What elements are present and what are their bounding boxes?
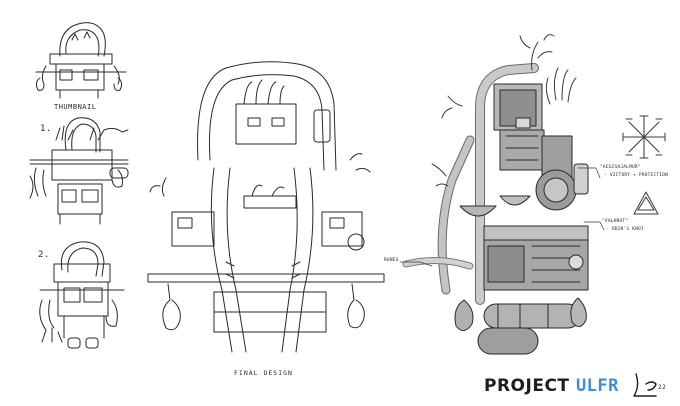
sketch-2 bbox=[39, 241, 125, 349]
thumbnail-label: THUMBNAIL bbox=[54, 103, 97, 111]
ulfr-word: ULFR bbox=[575, 376, 619, 396]
rune-1-meaning: - VICTORY + PROTECTION bbox=[604, 173, 669, 178]
rune-2-meaning: - ODIN'S KNOT bbox=[606, 227, 644, 232]
step-1-label: 1. bbox=[40, 124, 52, 134]
runes-label: RUNES bbox=[384, 258, 399, 263]
callout-lines bbox=[399, 167, 605, 267]
sketch-1 bbox=[29, 117, 129, 225]
step-2-label: 2. bbox=[38, 250, 50, 260]
final-design-drawing bbox=[147, 61, 385, 353]
project-logo: PROJECT ULFR bbox=[484, 376, 619, 396]
thumbnail-sketch bbox=[35, 22, 127, 99]
rune-1-name: "AEGISHJALMUR" bbox=[600, 165, 641, 170]
final-design-label: FINAL DESIGN bbox=[234, 369, 293, 377]
rune-2-name: "VALKNUT" bbox=[602, 219, 629, 224]
artist-signature bbox=[633, 373, 657, 397]
project-word: PROJECT bbox=[484, 376, 570, 396]
final-render-drawing bbox=[402, 34, 589, 355]
valknut-rune-icon bbox=[633, 191, 659, 215]
signature-number: 22 bbox=[658, 384, 667, 391]
aegishjalmur-rune-icon bbox=[622, 115, 666, 159]
